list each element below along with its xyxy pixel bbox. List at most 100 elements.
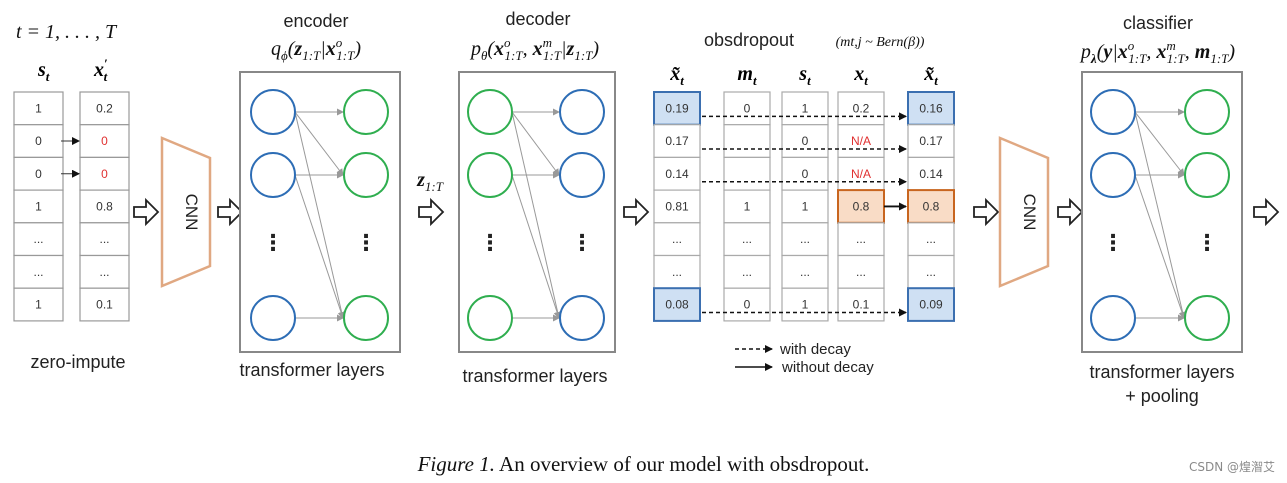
obsdropout-header: st <box>798 63 811 88</box>
obsdropout-cell-value: 0.17 <box>919 134 943 148</box>
obsdropout-cell-value: ... <box>856 232 866 246</box>
s-cell-value: 0 <box>35 167 42 181</box>
obsdropout-cell <box>723 189 771 224</box>
obsdropout-cell-value: 0.16 <box>919 101 943 115</box>
obsdropout-cell <box>723 254 771 289</box>
s-cell <box>13 287 64 322</box>
obsdropout-cell-value: 0.09 <box>919 298 943 312</box>
flow-arrow <box>1057 197 1084 227</box>
output-node <box>559 152 605 198</box>
input-node <box>250 295 296 341</box>
encoder-caption: transformer layers <box>239 360 384 380</box>
encoder-title: encoder <box>283 11 348 31</box>
s-cell-value: 1 <box>35 101 42 115</box>
output-node <box>1184 295 1230 341</box>
obsdropout-cell <box>653 189 701 224</box>
input-node <box>1090 89 1136 135</box>
obsdropout-header: xt <box>853 63 868 88</box>
obsdropout-cell-value: ... <box>742 232 752 246</box>
obsdropout-cell-value: 0 <box>744 298 751 312</box>
flow-arrow <box>623 197 650 227</box>
obsdropout-cell <box>781 124 829 158</box>
x-cell <box>79 156 130 191</box>
obsdropout-cell <box>837 156 885 191</box>
flow-arrow <box>217 197 244 227</box>
obsdropout-cell <box>781 222 829 257</box>
obsdropout-cell <box>781 189 829 224</box>
x-cell <box>79 254 130 289</box>
obsdropout-cell <box>837 254 885 289</box>
obsdropout-cell-value: 0.14 <box>665 167 689 181</box>
x-cell-value: 0 <box>101 167 108 181</box>
x-cell-value: 0.8 <box>96 199 113 213</box>
obsdropout-cell-value: ... <box>926 265 936 279</box>
cnn-trapezoid-1 <box>160 136 212 288</box>
obsdropout-cell-value: 0.17 <box>665 134 689 148</box>
flow-arrow <box>973 197 1000 227</box>
obsdropout-cell <box>907 91 955 126</box>
x-cell <box>79 124 130 158</box>
classifier-title: classifier <box>1123 13 1193 33</box>
s-cell-value: ... <box>33 265 43 279</box>
obsdropout-cell-value: 1 <box>802 298 809 312</box>
flow-arrow <box>418 197 445 227</box>
obsdropout-cell-value: ... <box>926 232 936 246</box>
obsdropout-cell <box>781 91 829 126</box>
obsdropout-cell <box>723 222 771 257</box>
attention-edge <box>294 111 346 319</box>
figure-caption-text: An overview of our model with obsdropout… <box>499 452 870 476</box>
input-node <box>1090 152 1136 198</box>
zero-impute-label: zero-impute <box>30 352 125 372</box>
flow-arrow <box>1253 197 1280 227</box>
cnn-trapezoid-2 <box>998 136 1050 288</box>
x-cell-value: 0 <box>101 134 108 148</box>
obsdropout-cell-value: 0.8 <box>923 199 940 213</box>
ellipsis-right: ⋮ <box>355 230 377 255</box>
obsdropout-cell-value: 0.08 <box>665 298 689 312</box>
classifier-caption-line1: transformer layers <box>1089 362 1234 382</box>
obsdropout-cell <box>907 254 955 289</box>
s-cell <box>13 189 64 224</box>
obsdropout-cell <box>837 287 885 322</box>
obsdropout-title: obsdropout <box>704 30 794 50</box>
figure-caption: Figure 1. An overview of our model with … <box>0 452 1287 477</box>
obsdropout-cell-value: 0 <box>802 167 809 181</box>
obsdropout-cell-value: 0.14 <box>919 167 943 181</box>
obsdropout-cell <box>653 287 701 322</box>
obsdropout-cell-value: 0.81 <box>665 199 689 213</box>
obsdropout-cell <box>723 156 771 191</box>
x-cell-value: 0.2 <box>96 101 113 115</box>
x-cell-value: ... <box>99 232 109 246</box>
watermark: CSDN @煌潪艾 <box>1188 460 1275 474</box>
attention-edge <box>294 174 345 319</box>
obsdropout-cell-value: ... <box>856 265 866 279</box>
decoder-caption: transformer layers <box>462 366 607 386</box>
obsdropout-cell-value: N/A <box>851 134 871 148</box>
obsdropout-cell-value: N/A <box>851 167 871 181</box>
ellipsis-left: ⋮ <box>479 230 501 255</box>
attention-edge <box>511 174 561 319</box>
s-cell <box>13 91 64 126</box>
obsdropout-cell-value: ... <box>672 265 682 279</box>
x-cell <box>79 287 130 322</box>
s-cell <box>13 254 64 289</box>
obsdropout-cell <box>653 124 701 158</box>
output-node <box>1184 89 1230 135</box>
obsdropout-legend: with decay without decay <box>735 341 874 376</box>
figure-number: Figure 1. <box>417 452 495 476</box>
legend-decay-label: with decay <box>779 341 851 358</box>
input-node <box>1090 295 1136 341</box>
s-cell-value: 0 <box>35 134 42 148</box>
attention-edge <box>1134 111 1187 319</box>
ellipsis-left: ⋮ <box>262 230 284 255</box>
input-node <box>467 89 513 135</box>
legend-no-decay-label: without decay <box>781 359 874 376</box>
obsdropout-header: mt <box>737 63 757 88</box>
obsdropout-cell <box>781 156 829 191</box>
flow-arrows <box>133 197 1280 227</box>
